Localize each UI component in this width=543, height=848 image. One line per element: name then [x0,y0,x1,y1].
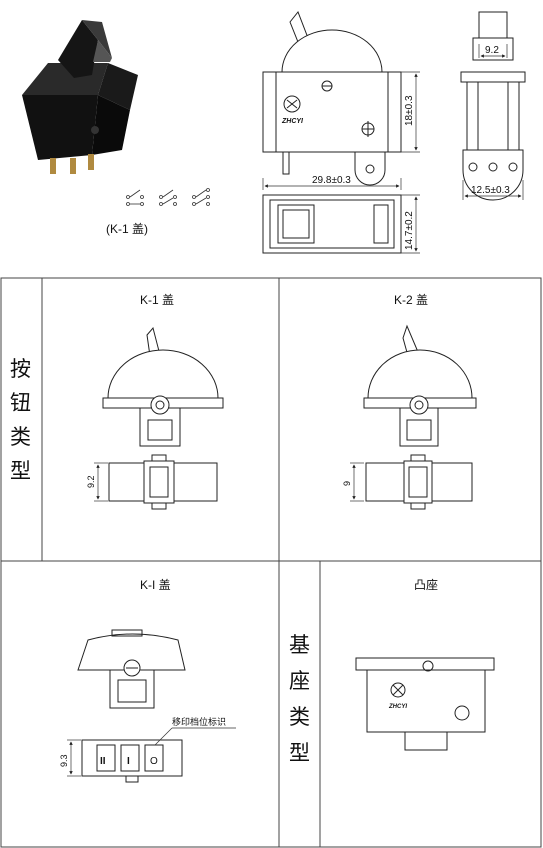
button-type-label: 按 钮 类 型 [10,358,31,483]
table-frame [0,277,542,848]
top-side-view: ZHCYI 18±0.3 [262,11,420,186]
base-type-label: 基 座 类 型 [289,634,310,765]
base-logo-text: ZHCYI [388,704,407,710]
dim-width: 14.7±0.2 [404,211,415,250]
dim-length: 29.8±0.3 [312,175,351,186]
ki-title: K-I 盖 [140,578,171,592]
k1-button-drawing: 9.2 [86,326,224,510]
mark-i: I [127,756,130,767]
svg-text:类: 类 [289,706,310,729]
ki-annotation: 移印档位标识 [172,716,226,727]
svg-text:座: 座 [289,670,310,693]
mark-o: O [150,756,158,767]
svg-text:型: 型 [10,460,31,483]
top-plan-view: 14.7±0.2 [262,194,420,254]
svg-text:按: 按 [10,358,31,381]
k2-button-drawing: 9 [342,324,477,510]
k1-dim: 9.2 [86,475,96,488]
switch-symbols [126,188,210,206]
svg-text:钮: 钮 [10,392,31,415]
k1-title: K-1 盖 [140,293,174,307]
logo-text: ZHCYI [281,118,304,125]
svg-text:基: 基 [289,634,310,657]
base-title: 凸座 [414,577,438,592]
switch-photo [22,20,138,174]
k2-title: K-2 盖 [394,293,428,307]
top-end-view: 9.2 12.5±0.3 [460,11,526,201]
top-length-dim: 29.8±0.3 [262,175,402,190]
top-caption: (K-1 盖) [106,222,148,236]
dim-height: 18±0.3 [404,95,415,126]
mark-ii: II [100,756,106,767]
ki-button-drawing: II I O 9.3 移印档位标识 [59,629,236,783]
svg-text:类: 类 [10,426,31,449]
dim-side-bottom: 12.5±0.3 [471,185,510,196]
svg-text:型: 型 [289,742,310,765]
dim-side-top: 9.2 [485,45,499,56]
k2-dim: 9 [342,481,352,486]
base-drawing: ZHCYI [355,657,495,751]
ki-dim: 9.3 [59,754,69,767]
